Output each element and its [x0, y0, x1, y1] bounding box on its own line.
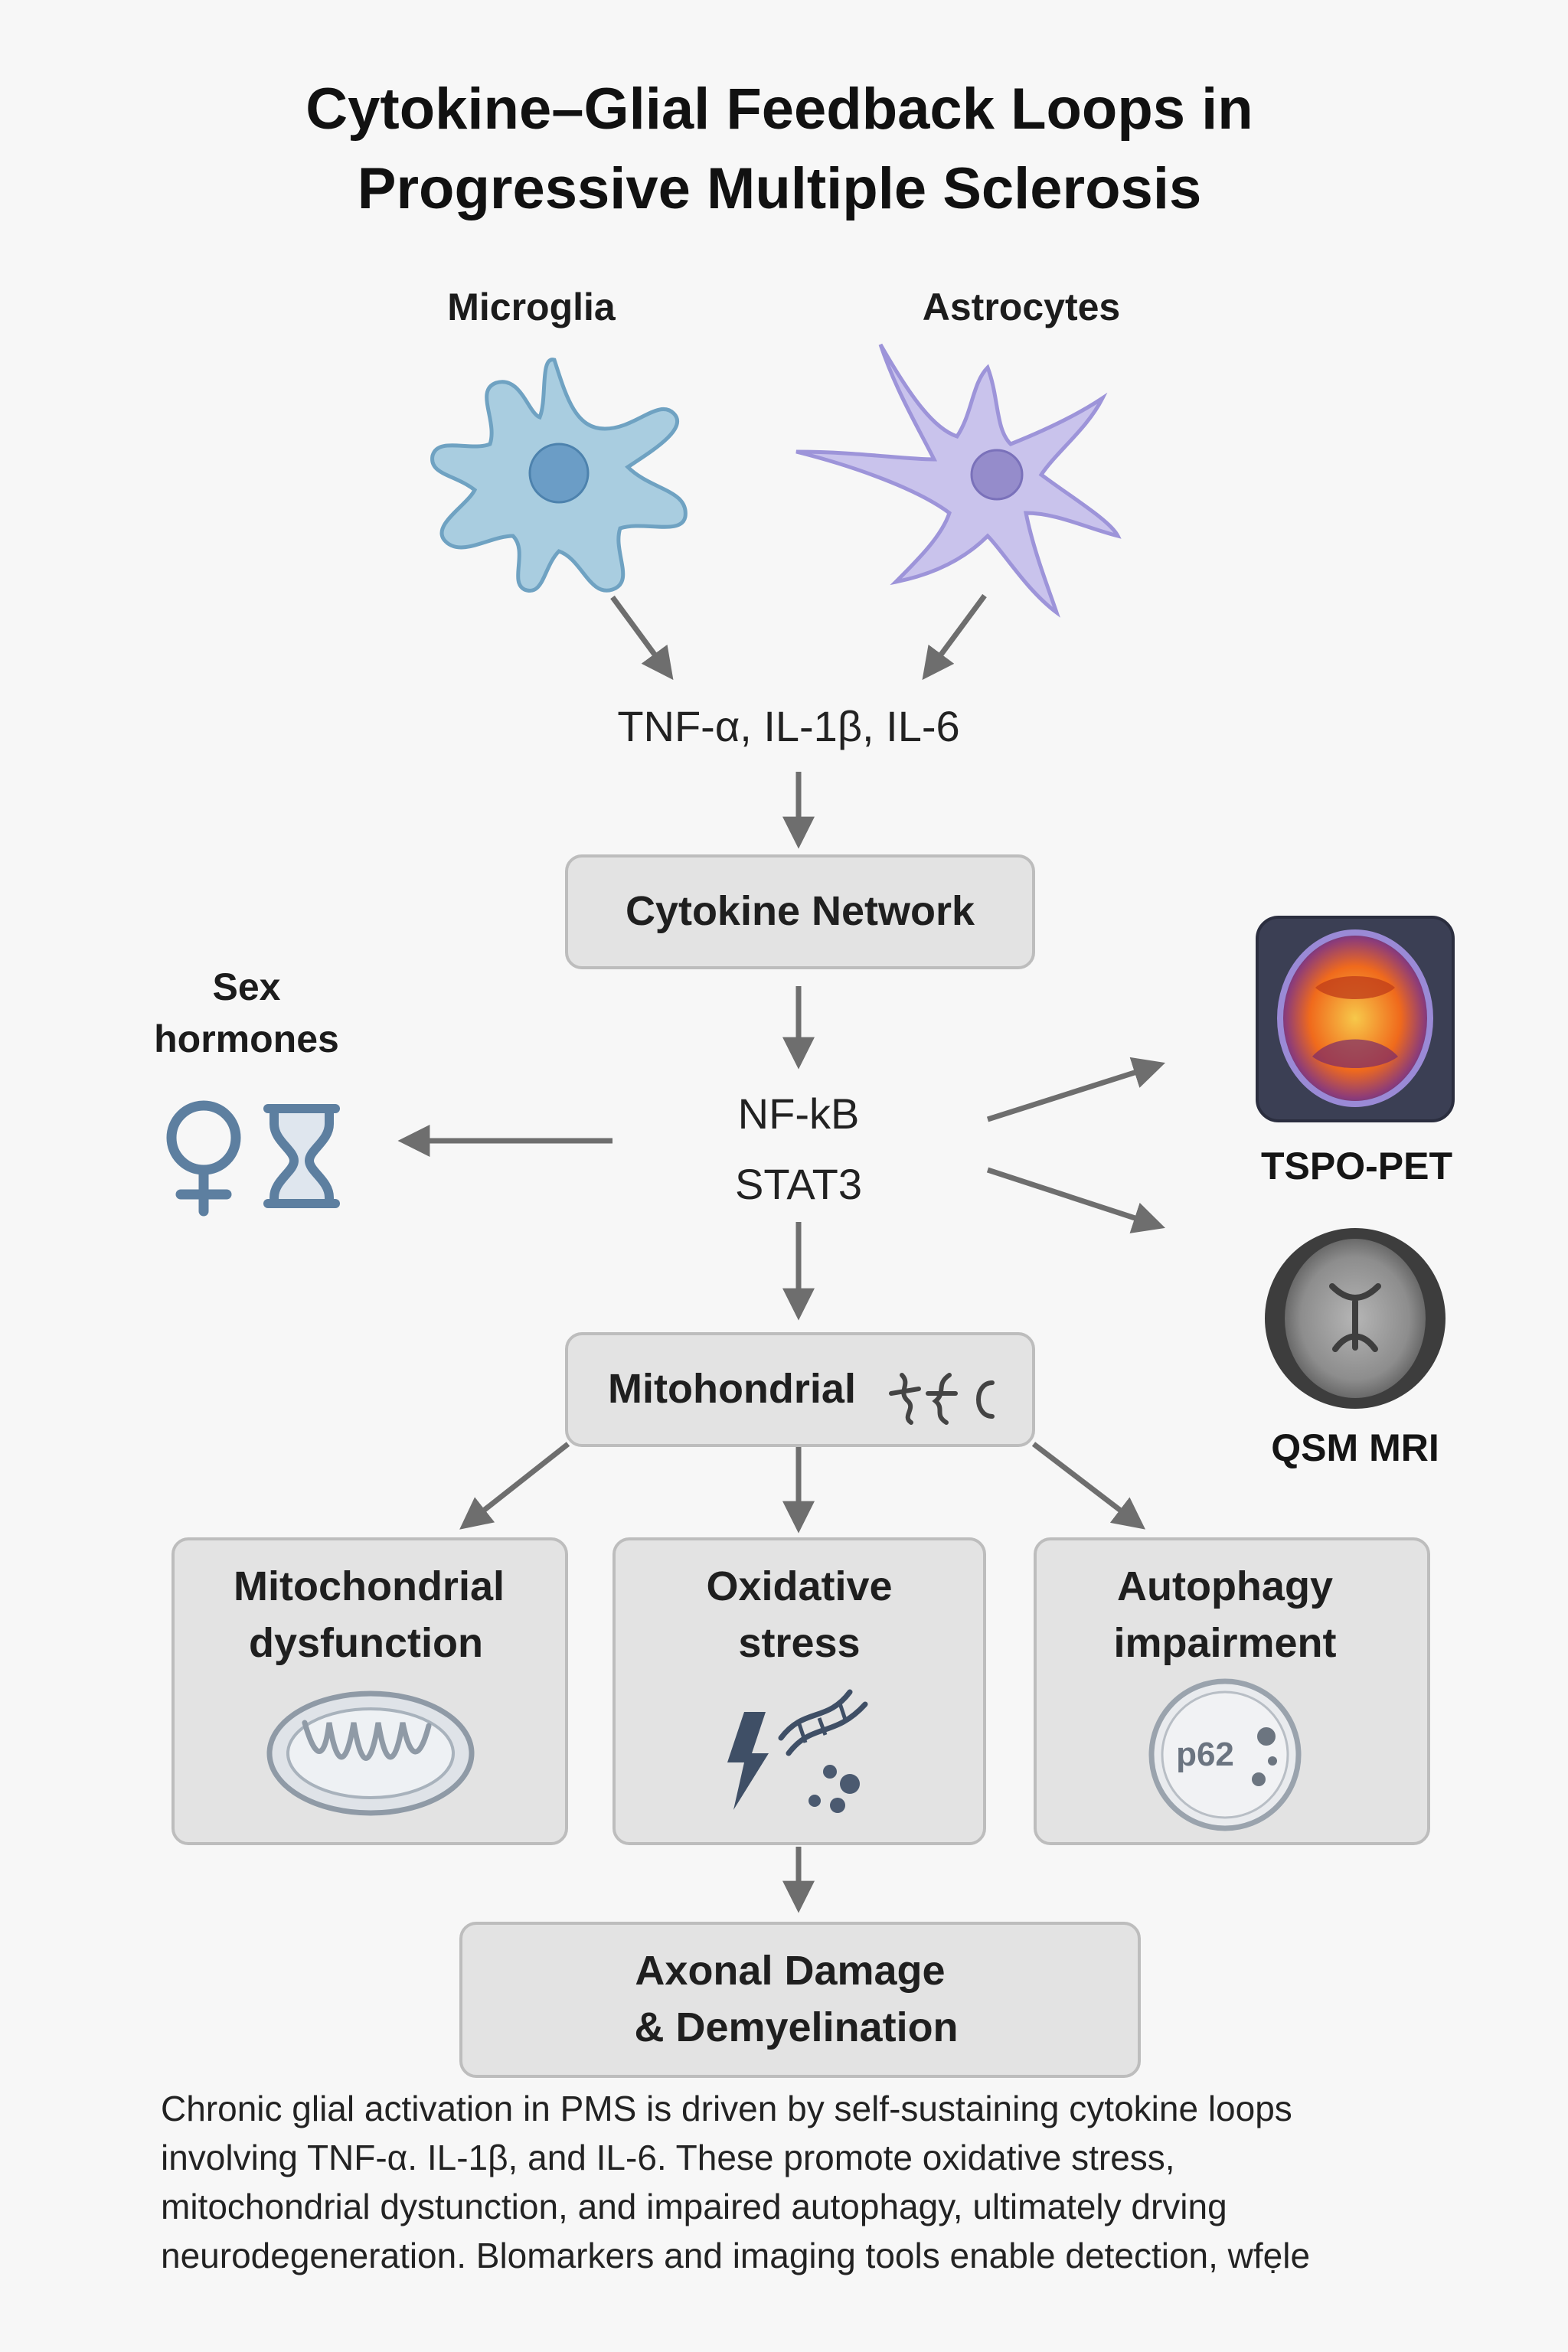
axonal-damage-box	[459, 1922, 1141, 2078]
stat3-text: STAT3	[735, 1160, 862, 1208]
astrocytes-label: Astrocytes	[923, 286, 1120, 328]
caption-text: Chronic glial activation in PMS is drive…	[161, 2084, 1432, 2280]
cytokine-network-box	[565, 854, 1035, 969]
mito-dysfunction-label-line2: dysfunction	[249, 1620, 483, 1666]
arrow-astrocytes-to-cytokines	[922, 593, 987, 681]
sex-hormones-label-line2: hormones	[154, 1018, 339, 1060]
autophagy-label-line1: Autophagy	[1117, 1563, 1333, 1609]
autophagy-label-line2: impairment	[1113, 1620, 1336, 1666]
cytokine-network-label: Cytokine Network	[626, 888, 975, 934]
qsm-mri-brain-icon	[1265, 1228, 1446, 1409]
caption-line-3: mitochondrial dystunction, and impaired …	[161, 2187, 1227, 2226]
mitochondrial-box	[565, 1332, 1035, 1447]
lightning-dna-icon	[727, 1689, 868, 1813]
arrow-to-mito-dysfunction	[459, 1442, 570, 1530]
female-symbol-icon	[166, 1100, 241, 1217]
arrow-signaling-to-tspo	[986, 1057, 1166, 1122]
axonal-damage-label-line1: Axonal Damage	[635, 1948, 945, 1994]
caption-line-1: Chronic glial activation in PMS is drive…	[161, 2089, 1292, 2128]
tspo-pet-brain-icon	[1256, 916, 1455, 1122]
p62-marker-label: p62	[1176, 1736, 1234, 1773]
diagram-title-line2: Progressive Multiple Sclerosis	[358, 156, 1201, 221]
nfkb-text: NF-kB	[738, 1089, 860, 1138]
arrow-to-autophagy	[1031, 1442, 1146, 1530]
arrow-signaling-to-qsm	[986, 1167, 1165, 1233]
diagram-title-line1: Cytokine–Glial Feedback Loops in	[305, 77, 1253, 142]
astrocyte-cell-icon	[795, 343, 1122, 618]
axonal-damage-label-line2: & Demyelination	[634, 2004, 958, 2050]
qsm-mri-label: QSM MRI	[1271, 1426, 1439, 1469]
oxidative-stress-label-line2: stress	[738, 1620, 860, 1666]
caption-line-4: neurodegeneration. Blomarkers and imagin…	[161, 2236, 1311, 2275]
mitochondria-squiggle-icon	[889, 1373, 995, 1425]
mitochondrial-label: Mitohondrial	[608, 1366, 856, 1412]
mitochondrion-icon	[266, 1690, 475, 1816]
hourglass-icon	[263, 1104, 340, 1208]
mito-dysfunction-label-line1: Mitochondrial	[234, 1563, 505, 1609]
oxidative-stress-label-line1: Oxidative	[706, 1563, 892, 1609]
arrow-microglia-to-cytokines	[610, 595, 674, 681]
cytokines-text: TNF-α, IL-1β, IL-6	[617, 702, 959, 750]
microglia-label: Microglia	[447, 286, 616, 328]
p62-vesicle-icon	[1148, 1678, 1302, 1831]
caption-line-2: involving TNF-α. IL-1β, and IL-6. These …	[161, 2138, 1175, 2177]
sex-hormones-label-line1: Sex	[213, 965, 281, 1008]
tspo-pet-label: TSPO-PET	[1261, 1145, 1452, 1187]
microglia-cell-icon	[430, 358, 688, 593]
oxidative-stress-box	[612, 1537, 986, 1845]
